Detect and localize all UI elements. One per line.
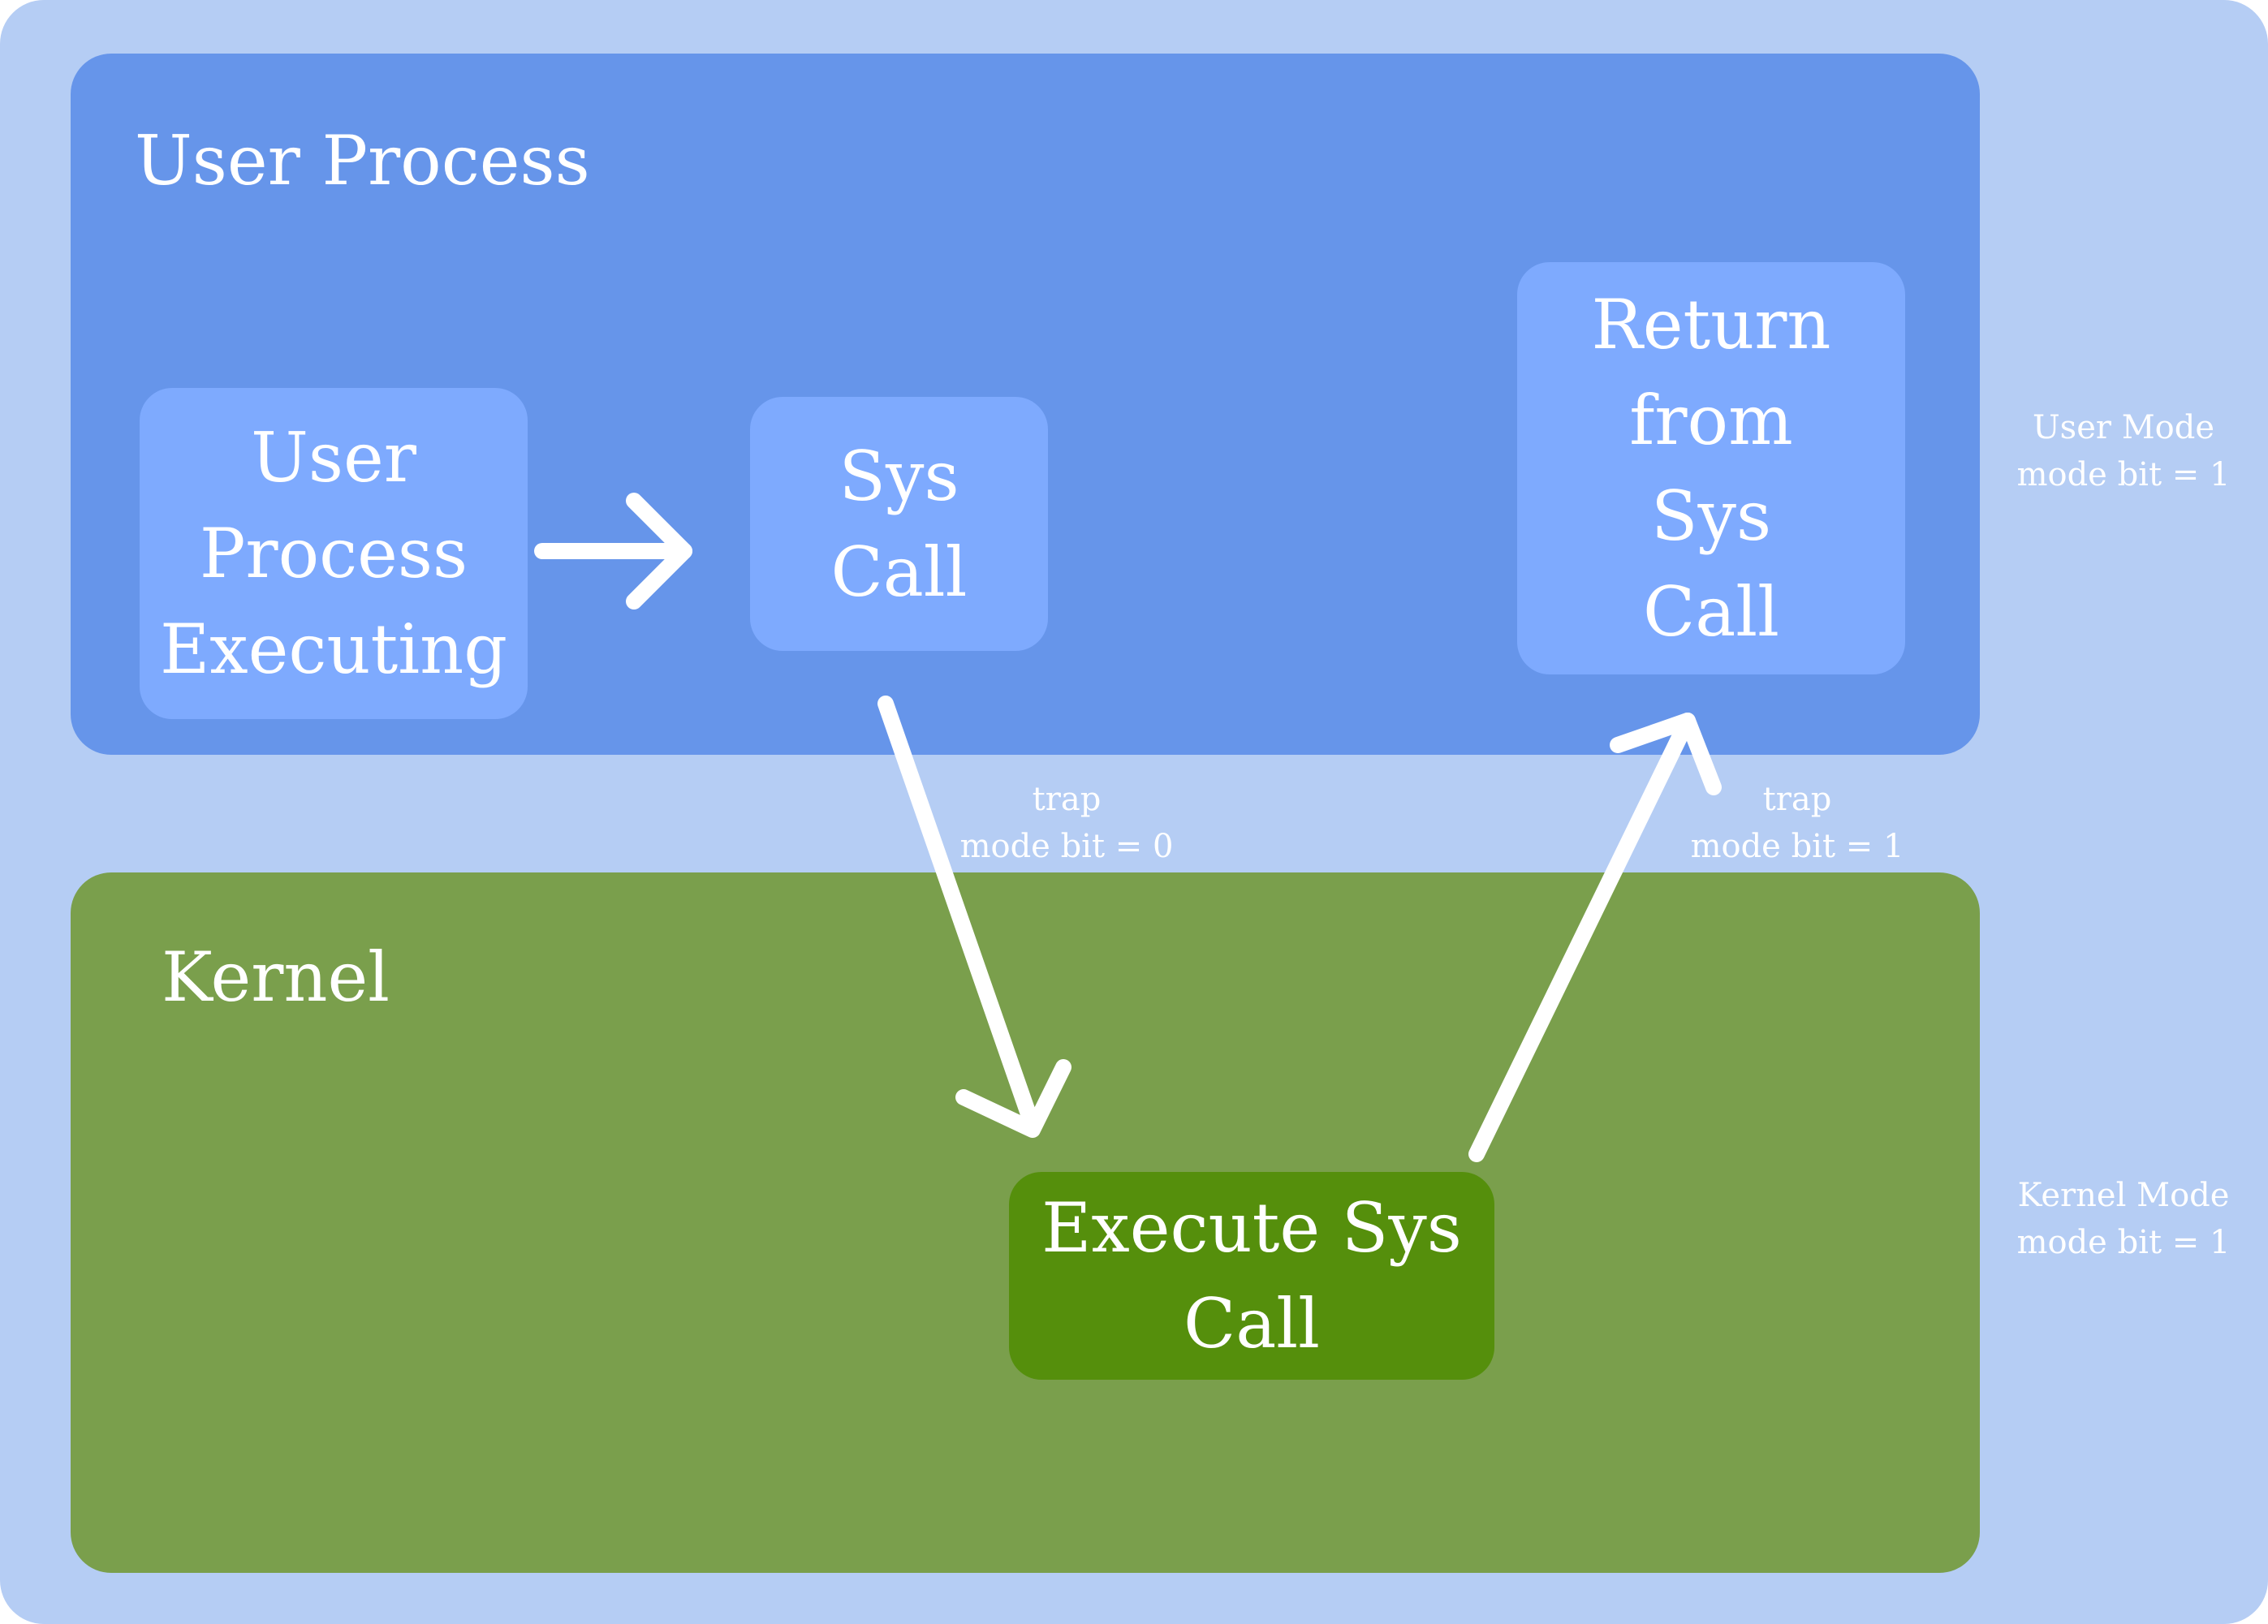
sys-call-box: Sys Call (750, 397, 1048, 651)
box-label-line: Executing (159, 610, 508, 689)
trap-down-label: trap mode bit = 0 (945, 776, 1188, 870)
box-label-line: Call (1183, 1284, 1321, 1363)
box-label-line: User (251, 418, 416, 498)
box-label-line: Sys (839, 436, 959, 516)
user-mode-label: User Mode mode bit = 1 (2002, 404, 2245, 498)
arrow-executing-to-sys-call (534, 493, 692, 610)
user-process-title: User Process (135, 121, 590, 200)
trap-up-label: trap mode bit = 1 (1675, 776, 1919, 870)
box-label-line: Execute Sys (1041, 1188, 1462, 1268)
box-label-line: Sys (1650, 476, 1772, 556)
trap-down-label-line: mode bit = 0 (959, 828, 1174, 865)
execute-sys-call-box: Execute Sys Call (1009, 1172, 1494, 1380)
trap-down-label-line: trap (1032, 781, 1102, 818)
user-mode-label-line: User Mode (2032, 409, 2215, 446)
user-mode-label-line: mode bit = 1 (2016, 456, 2231, 493)
arrow-kernel-to-return (1468, 713, 1722, 1162)
box-label-line: Call (1642, 572, 1780, 652)
kernel-mode-label-line: Kernel Mode (2017, 1177, 2230, 1214)
kernel-title: Kernel (162, 937, 390, 1017)
arrow-sys-call-to-kernel (877, 696, 1071, 1138)
box-label-line: Call (830, 532, 968, 612)
trap-up-label-line: mode bit = 1 (1690, 828, 1904, 865)
user-process-executing-box: User Process Executing (140, 388, 528, 719)
box-label-line: from (1629, 381, 1793, 460)
box-label-line: Process (199, 514, 468, 593)
box-label-line: Return (1591, 285, 1831, 364)
trap-up-label-line: trap (1762, 781, 1832, 818)
kernel-mode-label: Kernel Mode mode bit = 1 (2002, 1172, 2245, 1266)
kernel-mode-label-line: mode bit = 1 (2016, 1224, 2231, 1261)
return-from-sys-call-box: Return from Sys Call (1517, 262, 1905, 674)
